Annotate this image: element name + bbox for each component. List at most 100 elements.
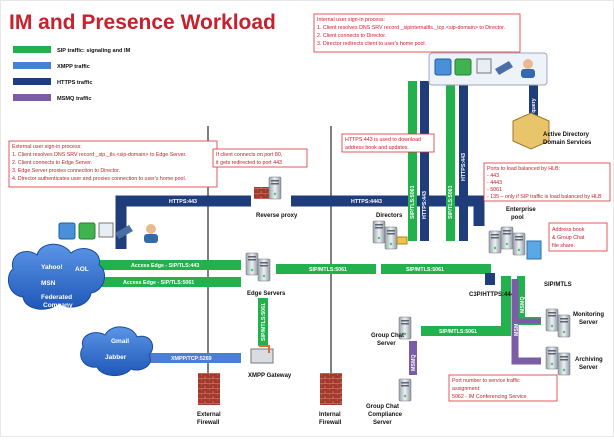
access-edge-5061-band (81, 277, 241, 287)
flow-label-https4443: HTTPS:4443 (351, 199, 382, 205)
archiving-label-1: Archiving (575, 357, 603, 363)
flow-label-edge-xmpp: SIP/MTLS:5061 (261, 303, 267, 341)
flow-label-edge-director: SIP/MTLS:5061 (309, 267, 347, 273)
cloud-label-federated: Federated (41, 294, 72, 301)
flow-label-access-edge-443: Access Edge - SIP/TLS:443 (131, 263, 199, 269)
group-chat-label-1: Group Chat (371, 333, 404, 339)
client-cluster-internal (428, 52, 548, 86)
enterprise-pool-label-2: pool (511, 215, 524, 221)
addressbook-box: Address book & Group Chat file share. (548, 222, 608, 252)
xmpp-band (139, 353, 241, 363)
external-signin-line-3: 2. Client connects to Edge Server. (12, 160, 92, 166)
addressbook-line-1: Address book (552, 227, 585, 233)
addressbook-line-3: file share. (552, 243, 575, 249)
legend-swatch-https (13, 78, 51, 85)
archiving-server (545, 346, 571, 376)
port-service-line-2: assignment: (452, 386, 481, 392)
enterprise-pool-label-1: Enterprise (506, 207, 536, 213)
flow-label-director-pool: SIP/MTLS:5061 (406, 267, 444, 273)
flow-label-sip-tls-b: SIP/TLS:5061 (448, 185, 454, 219)
legend-swatch-xmpp (13, 62, 51, 69)
flow-label-c3p: C3P/HTTPS:444 (469, 292, 515, 298)
external-signin-line-2: 1. Client resolves DNS SRV record _sip._… (12, 152, 187, 158)
flow-label-msmq2: MSMQ (411, 355, 417, 371)
group-chat-compliance-server (398, 378, 412, 402)
external-firewall-label-1: External (197, 412, 221, 418)
ad-label-2: Domain Services (543, 140, 592, 146)
external-signin-box: External user sign-in process: 1. Client… (8, 140, 218, 188)
flow-label-msmq1: MSMQ (514, 320, 520, 336)
https443-box: HTTPS:443 is used to download address bo… (341, 133, 435, 153)
xmpp-gateway (250, 345, 274, 364)
sip-vertical-a (408, 81, 417, 241)
legend-label-xmpp: XMPP traffic (57, 64, 90, 70)
page-title: IM and Presence Workload (9, 11, 276, 34)
flow-label-https-b: HTTPS:443 (461, 153, 467, 181)
flow-label-https443-top: HTTPS:443 (169, 199, 197, 205)
c3p-band (485, 273, 495, 285)
internal-firewall-label-1: Internal (319, 412, 341, 418)
enterprise-pool (488, 226, 542, 260)
port-service-box: Port number to service traffic assignmen… (448, 374, 558, 402)
edge-servers-label: Edge Servers (247, 291, 286, 297)
cloud-label-jabber: Jabber (105, 354, 127, 361)
cloud-label-yahoo: Yahoo! (41, 264, 63, 271)
edge-director-band (276, 264, 376, 274)
hlb-line-4: - 5061 (487, 187, 502, 193)
legend-swatch-sip (13, 46, 51, 53)
port-service-line-1: Port number to service traffic (452, 378, 520, 384)
internal-signin-line-1: Internal user sign-in process: (317, 17, 385, 23)
reverse-proxy (254, 176, 282, 200)
groupchat-pool-band (421, 276, 511, 336)
directors (372, 220, 408, 250)
jabber-cloud: Gmail Jabber (80, 326, 153, 376)
cloud-label-aol: AOL (75, 266, 89, 273)
internal-signin-line-3: 2. Client connects to Director. (317, 33, 386, 39)
internal-signin-line-2: 1. Client resolves DNS SRV record _sipin… (317, 25, 505, 31)
internal-firewall (320, 373, 342, 405)
flow-label-groupchat-pool: SIP/MTLS:5061 (439, 329, 477, 335)
flow-label-https-a: HTTPS:443 (422, 191, 428, 219)
srv-query-band (529, 81, 538, 133)
port80-box: If client connects on port 80, it gets r… (212, 148, 308, 168)
external-signin-line-5: 4. Director authenticates user and proxi… (12, 176, 186, 182)
external-signin-line-1: External user sign-in process: (12, 144, 82, 150)
reverse-proxy-label: Reverse proxy (256, 213, 298, 219)
group-chat-label-2: Server (377, 341, 396, 347)
cloud-label-company: Company (43, 302, 73, 309)
legend-label-sip: SIP traffic: signaling and IM (57, 48, 131, 54)
https-band-external (115, 195, 251, 249)
legend-label-https: HTTPS traffic (57, 80, 92, 86)
flow-label-sip-mtls: SIP/MTLS (544, 282, 572, 288)
msmq-band-pool (511, 279, 541, 365)
monitoring-label-1: Monitoring (573, 312, 604, 318)
https443-line-1: HTTPS:443 is used to download (345, 137, 421, 143)
hlb-line-5: - 135 – only if SIP traffic is load bala… (487, 194, 602, 200)
https-vertical-a (420, 81, 429, 241)
legend-label-msmq: MSMQ traffic (57, 96, 92, 102)
flow-label-access-edge-5061: Access Edge - SIP/TLS:5061 (123, 280, 194, 286)
federated-cloud: Yahoo! AOL MSN Federated Company (7, 243, 106, 310)
compliance-label-2: Compliance (368, 412, 403, 418)
cloud-label-msn: MSN (41, 280, 56, 287)
flow-label-msmq3: MSMQ (520, 297, 526, 313)
cloud-label-gmail: Gmail (111, 338, 129, 345)
legend: SIP traffic: signaling and IM XMPP traff… (13, 46, 131, 102)
flow-label-sip-tls-a: SIP/TLS:5061 (410, 185, 416, 219)
https-vertical-b (459, 81, 468, 241)
msmq-band-groupchat (409, 341, 417, 375)
ad-label-1: Active Directory (543, 132, 590, 138)
monitoring-label-2: Server (579, 320, 598, 326)
hlb-ports-box: Ports to load balanced by HLB: - 443 - 4… (483, 162, 611, 202)
archiving-label-2: Server (579, 365, 598, 371)
flow-label-xmpp-5269: XMPP/TCP:5269 (171, 356, 212, 362)
port80-line-2: it gets redirected to port 443 (216, 160, 282, 166)
https-band-reverse-proxy (291, 195, 485, 226)
client-cluster-external (58, 222, 158, 243)
legend-swatch-msmq (13, 94, 51, 101)
access-edge-443-band (81, 260, 241, 270)
external-firewall-label-2: Firewall (197, 420, 220, 426)
external-firewall (198, 373, 220, 405)
